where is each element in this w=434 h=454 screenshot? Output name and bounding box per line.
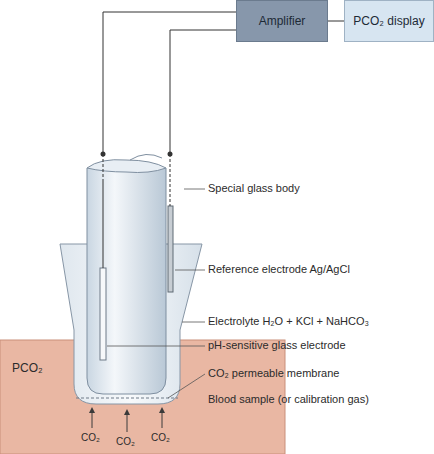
ph-electrode <box>100 268 106 360</box>
gas-label: CO₂ <box>151 431 170 444</box>
electrode-wire <box>103 180 104 268</box>
part-label: CO₂ permeable membrane <box>208 367 339 380</box>
glass-body <box>87 168 166 394</box>
sample-label: PCO₂ <box>12 362 43 375</box>
wire-dashed <box>170 154 171 206</box>
membrane <box>76 398 178 399</box>
wire-dot <box>168 152 173 157</box>
glass-body-rim <box>87 160 166 173</box>
wire-dashed <box>103 154 104 180</box>
wire-dot <box>101 152 106 157</box>
amplifier-box: Amplifier <box>236 0 328 42</box>
leader-lines <box>107 189 232 398</box>
gas-label: CO₂ <box>81 431 100 444</box>
box-label: PCO₂ display <box>353 14 424 28</box>
part-label: Reference electrode Ag/AgCl <box>208 263 350 276</box>
wire <box>103 12 236 154</box>
wire <box>170 30 236 154</box>
part-label: Special glass body <box>208 182 300 195</box>
display-box: PCO₂ display <box>344 0 434 42</box>
gas-label: CO₂ <box>116 435 135 448</box>
part-label: Blood sample (or calibration gas) <box>208 393 369 406</box>
box-label: Amplifier <box>259 14 306 28</box>
connector <box>328 21 344 22</box>
reference-electrode <box>168 206 173 292</box>
rim-curl <box>130 154 162 160</box>
part-label: Electrolyte H₂O + KCl + NaHCO₃ <box>208 315 369 328</box>
co2-arrows <box>92 410 162 432</box>
part-label: pH-sensitive glass electrode <box>208 339 346 352</box>
